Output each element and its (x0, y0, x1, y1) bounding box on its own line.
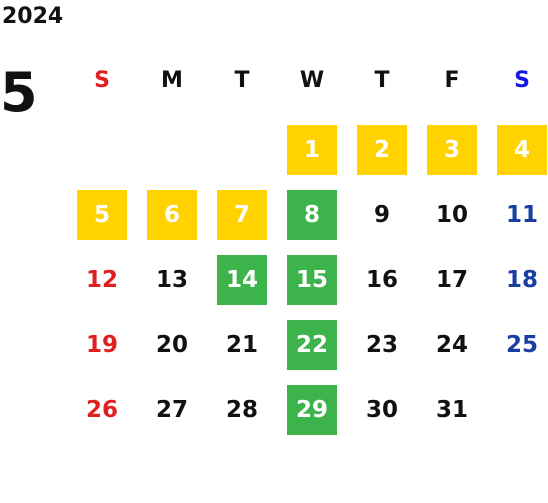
day-cell-11[interactable]: 11 (505, 202, 538, 228)
day-cell-10[interactable]: 10 (435, 202, 468, 228)
day-cell-5[interactable]: 5 (77, 190, 127, 240)
day-cell-24[interactable]: 24 (435, 332, 468, 358)
day-cell-17[interactable]: 17 (435, 267, 468, 293)
day-cell-15[interactable]: 15 (287, 255, 337, 305)
day-cell-25[interactable]: 25 (505, 332, 538, 358)
day-cell-23[interactable]: 23 (365, 332, 398, 358)
day-cell-6[interactable]: 6 (147, 190, 197, 240)
day-cell-26[interactable]: 26 (85, 397, 118, 423)
day-cell-16[interactable]: 16 (365, 267, 398, 293)
day-cell-8[interactable]: 8 (287, 190, 337, 240)
weekday-header-thu: T (374, 68, 390, 93)
day-cell-3[interactable]: 3 (427, 125, 477, 175)
weekday-header-fri: F (444, 68, 460, 93)
day-cell-2[interactable]: 2 (357, 125, 407, 175)
day-cell-18[interactable]: 18 (505, 267, 538, 293)
day-cell-20[interactable]: 20 (155, 332, 188, 358)
day-cell-9[interactable]: 9 (373, 202, 390, 228)
day-cell-19[interactable]: 19 (85, 332, 118, 358)
weekday-header-tue: T (234, 68, 250, 93)
weekday-header-mon: M (161, 68, 183, 93)
weekday-header-sat: S (514, 68, 530, 93)
day-cell-22[interactable]: 22 (287, 320, 337, 370)
day-cell-27[interactable]: 27 (155, 397, 188, 423)
day-cell-7[interactable]: 7 (217, 190, 267, 240)
weekday-header-wed: W (299, 68, 325, 93)
day-cell-12[interactable]: 12 (85, 267, 118, 293)
day-cell-14[interactable]: 14 (217, 255, 267, 305)
day-cell-29[interactable]: 29 (287, 385, 337, 435)
day-cell-31[interactable]: 31 (435, 397, 468, 423)
day-cell-13[interactable]: 13 (155, 267, 188, 293)
year-label: 2024 (2, 4, 64, 29)
day-cell-30[interactable]: 30 (365, 397, 398, 423)
weekday-header-sun: S (94, 68, 110, 93)
day-cell-21[interactable]: 21 (225, 332, 258, 358)
day-cell-1[interactable]: 1 (287, 125, 337, 175)
day-cell-28[interactable]: 28 (225, 397, 258, 423)
day-cell-4[interactable]: 4 (497, 125, 547, 175)
month-number: 5 (0, 61, 38, 124)
